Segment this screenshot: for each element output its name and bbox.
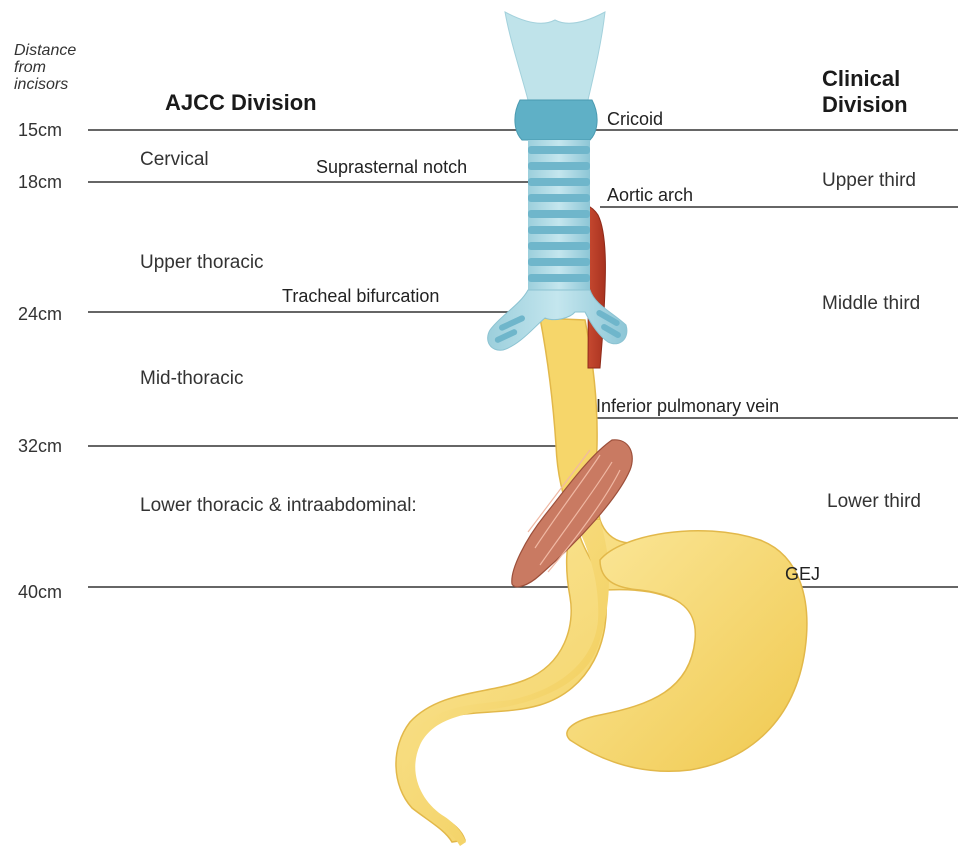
- landmark-suprasternal-notch: Suprasternal notch: [316, 158, 467, 176]
- ajcc-heading: AJCC Division: [165, 92, 317, 114]
- distance-label-18cm: 18cm: [18, 173, 62, 191]
- thyroid-cartilage: [505, 12, 605, 100]
- landmark-gej: GEJ: [785, 565, 820, 583]
- clinical-lower-third: Lower third: [827, 492, 921, 511]
- landmark-tracheal-bifurcation: Tracheal bifurcation: [282, 287, 439, 305]
- axis-heading-line-3: incisors: [14, 76, 76, 93]
- clinical-middle-third: Middle third: [822, 294, 920, 313]
- clinical-upper-third: Upper third: [822, 171, 916, 190]
- ajcc-cervical: Cervical: [140, 150, 209, 169]
- distance-axis-heading: Distance from incisors: [14, 42, 76, 93]
- ajcc-upper-thoracic: Upper thoracic: [140, 253, 264, 272]
- clinical-heading: Clinical Division: [822, 66, 908, 118]
- distance-label-24cm: 24cm: [18, 305, 62, 323]
- cricoid-cartilage: [515, 100, 597, 140]
- ajcc-mid-thoracic: Mid-thoracic: [140, 369, 243, 388]
- landmark-cricoid: Cricoid: [607, 110, 663, 128]
- clinical-heading-line-1: Clinical: [822, 66, 908, 92]
- reference-lines: [88, 130, 958, 587]
- distance-label-15cm: 15cm: [18, 121, 62, 139]
- trachea: [488, 12, 627, 350]
- axis-heading-line-1: Distance: [14, 42, 76, 59]
- landmark-aortic-arch: Aortic arch: [607, 186, 693, 204]
- landmark-inferior-pulmonary-vein: Inferior pulmonary vein: [596, 397, 779, 415]
- distance-label-40cm: 40cm: [18, 583, 62, 601]
- distance-label-32cm: 32cm: [18, 437, 62, 455]
- axis-heading-line-2: from: [14, 59, 76, 76]
- stomach-fundus: [567, 531, 807, 772]
- ajcc-lower-thoracic-intraabdominal: Lower thoracic & intraabdominal:: [140, 496, 417, 515]
- clinical-heading-line-2: Division: [822, 92, 908, 118]
